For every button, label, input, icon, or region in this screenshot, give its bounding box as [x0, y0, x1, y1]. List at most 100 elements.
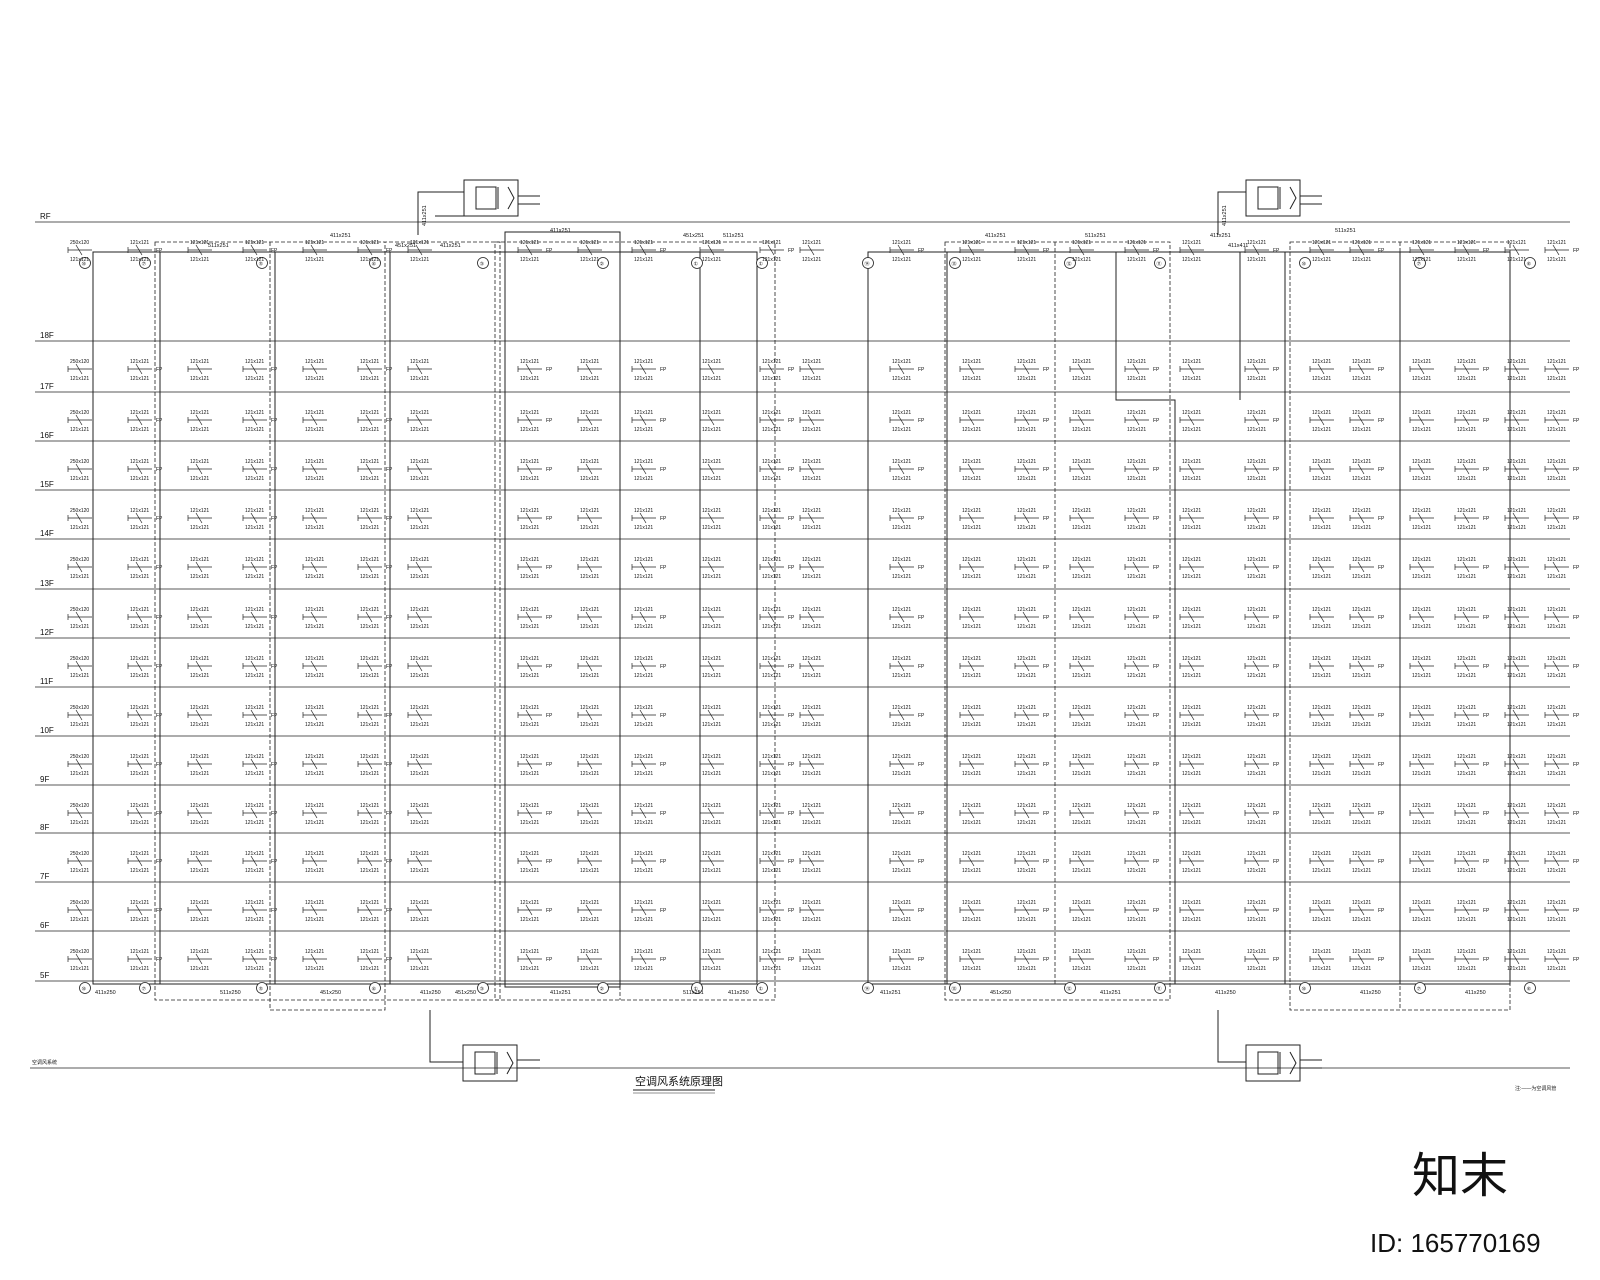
- terminal-label: FP: [660, 367, 667, 373]
- branch-size-label: 121x121: [702, 525, 721, 531]
- branch-size-label: 121x121: [1507, 656, 1526, 662]
- column-marker-label: ⑭: [865, 986, 870, 993]
- branch-size-label: 121x121: [360, 705, 379, 711]
- branch-size-label: 121x121: [892, 359, 911, 365]
- branch-size-label: 121x121: [1127, 574, 1146, 580]
- branch-size-label: 121x121: [1547, 851, 1566, 857]
- branch-size-label: 121x121: [1127, 900, 1146, 906]
- branch-size-label: 121x121: [702, 966, 721, 972]
- branch-size-label: 250x120: [70, 705, 89, 711]
- branch-size-label: 121x121: [634, 656, 653, 662]
- branch-size-label: 121x121: [520, 705, 539, 711]
- terminal-label: FP: [660, 516, 667, 522]
- terminal-label: FP: [1483, 615, 1490, 621]
- branch-size-label: 121x121: [410, 508, 429, 514]
- terminal-label: FP: [1483, 367, 1490, 373]
- terminal-label: FP: [546, 762, 553, 768]
- column-marker: [1154, 982, 1166, 994]
- branch-size-label: 121x121: [360, 476, 379, 482]
- branch-size-label: 121x121: [762, 525, 781, 531]
- branch-size-label: 121x121: [410, 257, 429, 263]
- branch-size-label: 121x121: [520, 459, 539, 465]
- terminal-label: FP: [918, 418, 925, 424]
- terminal-label: FP: [1483, 516, 1490, 522]
- branch-size-label: 121x121: [1507, 949, 1526, 955]
- branch-size-label: 121x121: [1507, 459, 1526, 465]
- branch-size-label: 121x121: [1352, 557, 1371, 563]
- terminal-label: FP: [1043, 565, 1050, 571]
- floor-label-16F: 16F: [40, 431, 54, 440]
- branch-size-label: 121x121: [1352, 607, 1371, 613]
- branch-size-label: 121x121: [702, 900, 721, 906]
- branch-size-label: 121x121: [1412, 607, 1431, 613]
- branch-size-label: 121x121: [410, 900, 429, 906]
- terminal-label: FP: [660, 565, 667, 571]
- branch-size-label: 121x121: [802, 705, 821, 711]
- branch-size-label: 121x121: [802, 803, 821, 809]
- branch-size-label: 121x121: [1072, 508, 1091, 514]
- branch-size-label: 121x121: [1072, 574, 1091, 580]
- terminal-label: FP: [1573, 811, 1580, 817]
- branch-size-label: 121x121: [1312, 459, 1331, 465]
- terminal-label: FP: [660, 713, 667, 719]
- branch-size-label: 121x121: [1412, 557, 1431, 563]
- branch-size-label: 121x121: [1127, 656, 1146, 662]
- terminal-label: FP: [788, 713, 795, 719]
- branch-size-label: 121x121: [190, 410, 209, 416]
- branch-size-label: 121x121: [702, 868, 721, 874]
- branch-size-label: 121x121: [1457, 851, 1476, 857]
- terminal-label: FP: [156, 615, 163, 621]
- branch-size-label: 121x121: [892, 966, 911, 972]
- terminal-label: FP: [1573, 762, 1580, 768]
- terminal-label: FP: [156, 908, 163, 914]
- floor-label-10F: 10F: [40, 726, 54, 735]
- branch-size-label: 121x121: [1247, 722, 1266, 728]
- branch-size-label: 121x121: [1017, 427, 1036, 433]
- terminal-label: FP: [1378, 615, 1385, 621]
- branch-size-label: 121x121: [360, 508, 379, 514]
- branch-size-label: 121x121: [580, 820, 599, 826]
- branch-size-label: 121x121: [1412, 966, 1431, 972]
- branch-size-label: 121x121: [130, 917, 149, 923]
- branch-size-label: 121x121: [580, 376, 599, 382]
- branch-size-label: 121x121: [190, 376, 209, 382]
- branch-size-label: 121x121: [520, 410, 539, 416]
- branch-size-label: 121x121: [802, 966, 821, 972]
- riser-duct-label-right: 411x251: [1222, 205, 1228, 226]
- column-marker: [756, 257, 768, 269]
- terminal-label: FP: [156, 516, 163, 522]
- branch-size-label: 121x121: [520, 966, 539, 972]
- branch-size-label: 121x121: [1127, 820, 1146, 826]
- branch-size-label: 121x121: [520, 803, 539, 809]
- branch-size-label: 121x121: [1072, 607, 1091, 613]
- branch-size-label: 250x120: [70, 851, 89, 857]
- branch-size-label: 121x121: [305, 900, 324, 906]
- branch-size-label: 121x121: [962, 917, 981, 923]
- terminal-label: FP: [546, 811, 553, 817]
